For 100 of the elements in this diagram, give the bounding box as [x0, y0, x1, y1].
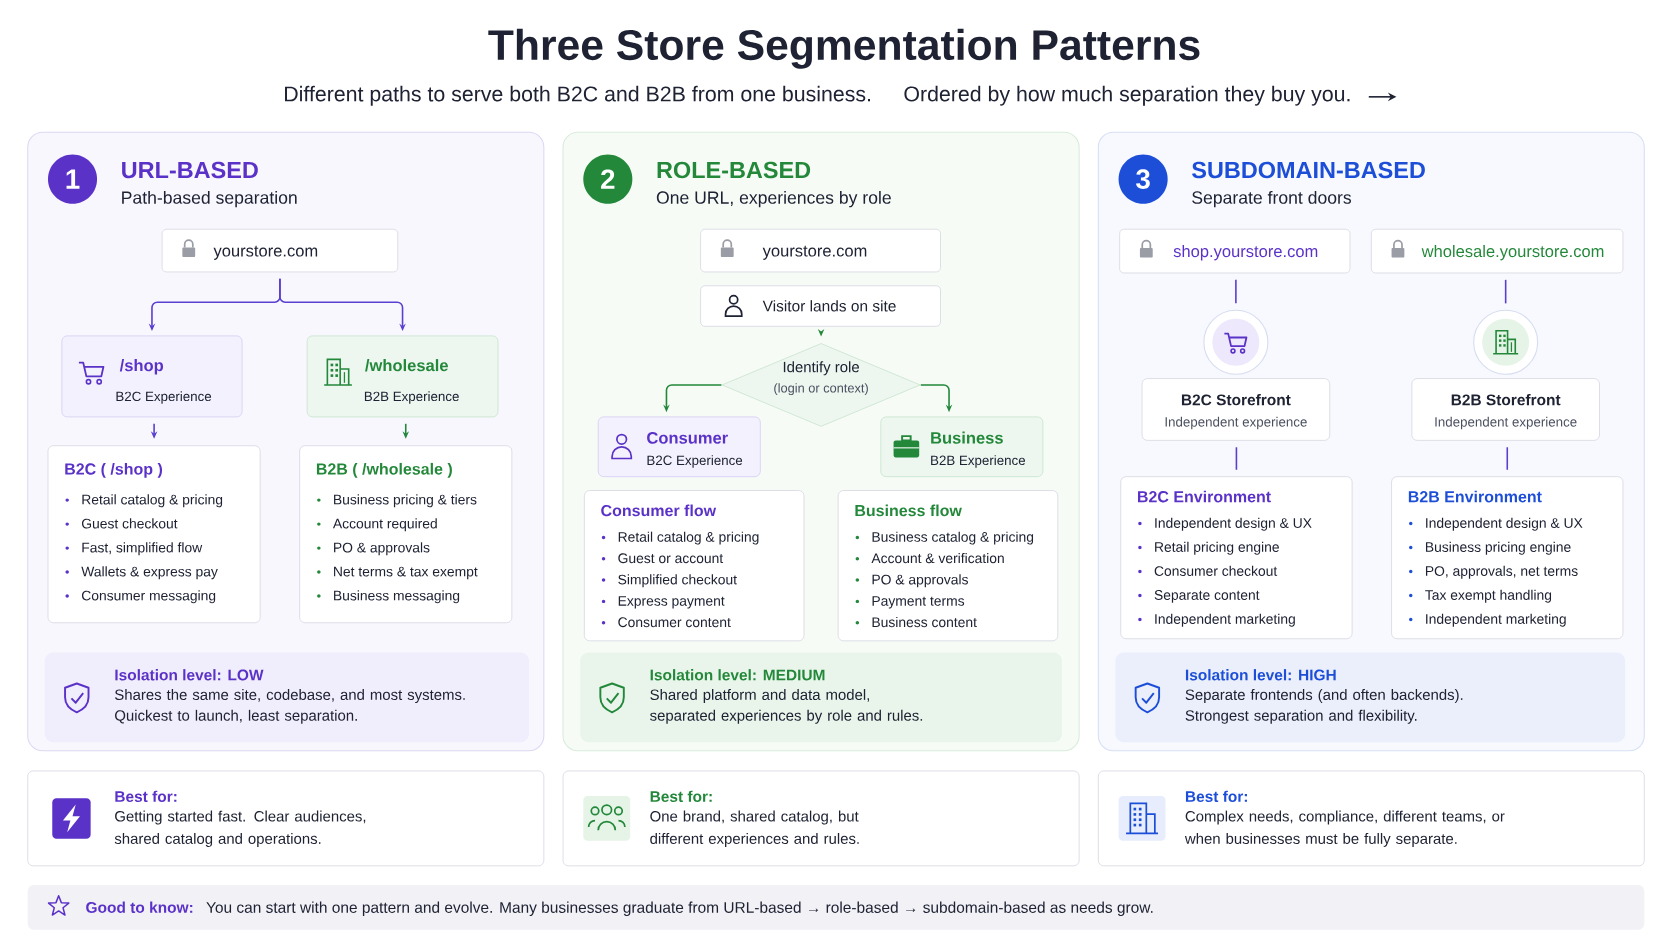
isolation-card [1115, 652, 1626, 742]
item-text: Consumer checkout [1154, 565, 1278, 576]
url-bar [1370, 228, 1624, 274]
panel-subtitle: Separate front doors [1192, 190, 1352, 208]
item-text: Simplified checkout [618, 574, 737, 587]
connector-line [1506, 446, 1509, 471]
subtitle: Ordered by how much separation they buy you. [904, 85, 1350, 106]
best-for-heading: Best for: [115, 790, 177, 802]
experience-title: Consumer [647, 431, 728, 444]
best-for-text: Getting started fast. Clear audiences, shared catalog and operations. [114, 810, 366, 847]
connector-line [1235, 446, 1238, 471]
isolation-card [44, 652, 529, 742]
isolation-text: Shared platform and data model, separated experiences by role and rules. [650, 688, 923, 724]
visitor-box [700, 285, 941, 327]
item-text: PO & approvals [872, 574, 968, 587]
decision-note: (login or context) [774, 382, 868, 395]
item-text: Tax exempt handling [1425, 589, 1552, 603]
panel-title: ROLE-BASED [657, 161, 811, 179]
item-text: Retail pricing engine [1155, 541, 1279, 555]
item-text: Independent marketing [1155, 613, 1295, 627]
best-for-text: Complex needs, compliance, different teams, or when businesses must be fully separate. [1184, 810, 1505, 847]
list-heading: Consumer flow [601, 504, 717, 516]
panel-title: URL-BASED [122, 161, 258, 179]
url-bar [161, 228, 399, 273]
best-for-card [1097, 770, 1645, 867]
item-text: PO, approvals, net terms [1426, 565, 1578, 579]
icon-circle [1473, 309, 1539, 375]
storefront-box [1141, 377, 1331, 441]
connector-line [1235, 278, 1237, 304]
isolation-text: Shares the same site, codebase, and most systems. Quickest to launch, least separation. [115, 688, 465, 724]
icon-circle [1203, 309, 1269, 375]
storefront-box [1411, 377, 1600, 441]
best-for-card [562, 770, 1080, 867]
url-bar [700, 228, 941, 273]
isolation-level: Isolation level: MEDIUM [650, 668, 825, 681]
decision-text: Identify role [783, 361, 859, 375]
experience-title: /wholesale [365, 358, 448, 372]
item-text: Net terms & tax exempt [334, 566, 478, 579]
item-text: Independent marketing [1426, 613, 1566, 627]
panel-title: SUBDOMAIN-BASED [1192, 161, 1425, 179]
item-text: Business content [872, 616, 977, 627]
item-text: Retail catalog & pricing [82, 494, 223, 507]
best-for-heading: Best for: [1185, 790, 1247, 802]
item-text: Business messaging [334, 590, 460, 603]
item-text: Separate content [1154, 589, 1260, 603]
item-text: Express payment [618, 595, 725, 609]
item-text: Account & verification [871, 552, 1004, 563]
subtitle: Different paths to serve both B2C and B2B from one business. [285, 85, 871, 106]
item-text: Guest or account [618, 553, 724, 563]
url-text: wholesale.yourstore.com [1421, 244, 1604, 261]
feature-list-card [47, 445, 261, 623]
connector-line [1504, 278, 1507, 304]
panel-subtitle: Path-based separation [122, 190, 297, 208]
experience-subtitle: B2C Experience [116, 391, 212, 404]
item-text: Consumer messaging [81, 590, 216, 603]
url-text: shop.yourstore.com [1173, 244, 1318, 261]
url-bar [1119, 228, 1351, 274]
storefront-subtitle: Independent experience [1435, 416, 1577, 430]
best-for-heading: Best for: [650, 790, 712, 802]
note-heading: Good to know: [86, 901, 193, 913]
experience-subtitle: B2B Experience [931, 455, 1026, 468]
number-badge: 1 [48, 154, 98, 204]
isolation-card [580, 652, 1063, 742]
experience-subtitle: B2B Experience [364, 391, 459, 404]
list-heading: B2C Environment [1138, 490, 1271, 503]
item-text: Fast, simplified flow [82, 542, 203, 555]
item-text: Wallets & express pay [81, 566, 218, 579]
number-badge: 2 [583, 154, 633, 204]
list-heading: B2C ( /shop ) [65, 462, 163, 478]
storefront-title: B2B Storefront [1451, 393, 1561, 406]
feature-list-card [299, 445, 513, 623]
note-bar [27, 884, 1645, 930]
storefront-subtitle: Independent experience [1165, 416, 1307, 430]
url-text: yourstore.com [213, 245, 318, 260]
item-text: Independent design & UX [1426, 517, 1583, 531]
item-text: Business pricing engine [1426, 541, 1571, 555]
isolation-level: Isolation level: HIGH [1185, 668, 1336, 681]
decision-diamond [721, 342, 921, 427]
title: Three Store Segmentation Patterns [488, 28, 1200, 69]
panel-subtitle: One URL, experiences by role [656, 190, 891, 208]
list-heading: Business flow [855, 504, 962, 516]
item-text: Retail catalog & pricing [618, 531, 759, 545]
list-heading: B2B ( /wholesale ) [316, 462, 452, 478]
isolation-level: Isolation level: LOW [115, 668, 264, 681]
best-for-card [27, 770, 545, 867]
item-text: Independent design & UX [1155, 517, 1312, 531]
best-for-text: One brand, shared catalog, but different experiences and rules. [650, 810, 859, 847]
storefront-title: B2C Storefront [1181, 393, 1291, 406]
url-text: yourstore.com [762, 245, 867, 260]
list-heading: B2B Environment [1408, 490, 1542, 503]
experience-box [880, 416, 1044, 477]
feature-list-card [1391, 475, 1624, 639]
step-text: Visitor lands on site [762, 299, 896, 312]
feature-list-card [1120, 475, 1353, 639]
number-badge: 3 [1118, 154, 1168, 204]
experience-box [61, 335, 243, 418]
note-text: You can start with one pattern and evolve. Many businesses graduate from URL-based → role-based → subdomain-based as needs grow. [206, 901, 1153, 916]
item-text: Account required [332, 518, 437, 531]
item-text: Guest checkout [81, 518, 178, 529]
feature-list-card [837, 489, 1059, 642]
